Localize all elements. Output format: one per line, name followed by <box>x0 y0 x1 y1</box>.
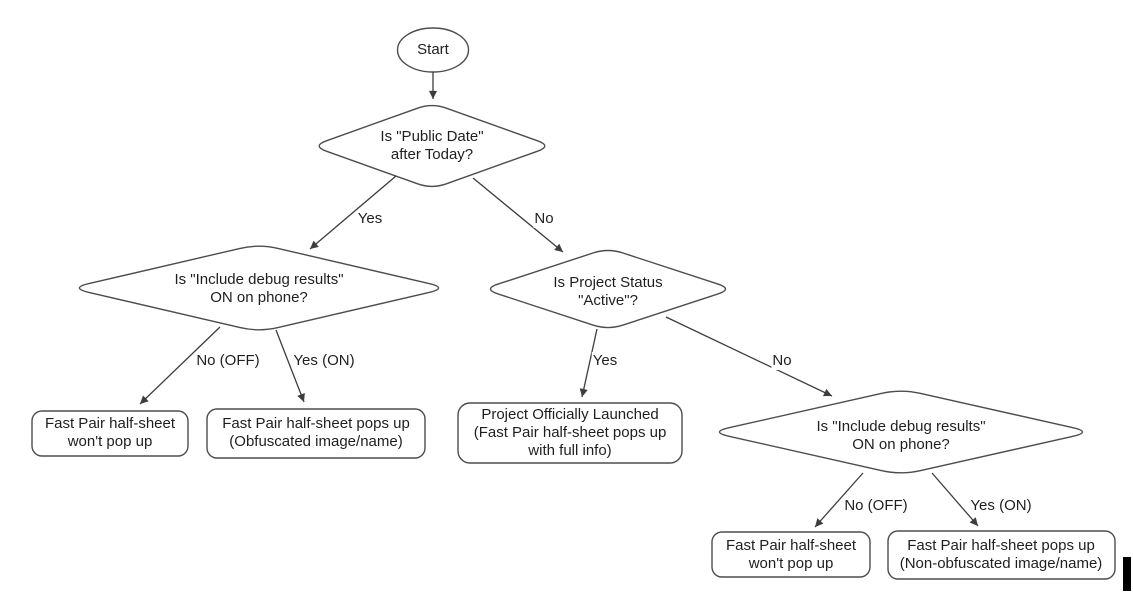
result-obfuscated-shape <box>206 408 426 459</box>
decision-public-date-line1: Is "Public Date" <box>380 128 484 145</box>
decision-project-status-label: Is Project Status "Active"? <box>553 274 662 310</box>
edge-project-status-yes <box>579 328 598 398</box>
decision-project-status-line1: Is Project Status <box>553 274 663 291</box>
start-label: Start <box>417 41 449 58</box>
result-obfuscated-line2: (Obfuscated image/name) <box>229 433 403 450</box>
edge-debug-left-no <box>139 326 221 405</box>
result-obfuscated-line1: Fast Pair half-sheet pops up <box>222 415 410 432</box>
decision-debug-left-line1: Is "Include debug results" <box>174 271 344 288</box>
edge-project-status-no <box>665 316 833 397</box>
decision-debug-right-line2: ON on phone? <box>852 436 950 453</box>
decision-debug-right-label: Is "Include debug results" ON on phone? <box>816 418 985 454</box>
result-launched-line2: (Fast Pair half-sheet pops up <box>473 424 667 441</box>
result-launched-label: Project Officially Launched (Fast Pair h… <box>474 406 667 460</box>
edge-debug-right-yes <box>931 472 979 527</box>
result-non-obfuscated-shape <box>887 530 1116 580</box>
decision-debug-right-shape <box>718 390 1084 474</box>
decision-public-date-shape <box>318 104 546 188</box>
result-wont-popup-right-shape <box>711 531 871 578</box>
decision-debug-left-shape <box>78 245 440 331</box>
edge-label-project-status-no: No <box>771 352 793 370</box>
result-wont-popup-right-label: Fast Pair half-sheet won't pop up <box>726 537 856 573</box>
result-launched-line3: with full info) <box>528 442 612 459</box>
decision-debug-left-label: Is "Include debug results" ON on phone? <box>174 271 343 307</box>
edge-label-debug-right-yes: Yes (ON) <box>969 497 1033 515</box>
decision-debug-right-line1: Is "Include debug results" <box>816 418 986 435</box>
edge-debug-left-yes <box>275 329 305 403</box>
edge-public-date-yes <box>309 175 397 250</box>
result-wont-popup-right-line2: won't pop up <box>748 555 834 572</box>
edge-public-date-no <box>472 177 564 253</box>
edge-label-debug-left-yes: Yes (ON) <box>292 352 356 370</box>
decision-public-date-line2: after Today? <box>390 146 474 163</box>
result-wont-popup-left-line2: won't pop up <box>67 433 153 450</box>
result-non-obfuscated-line1: Fast Pair half-sheet pops up <box>907 537 1095 554</box>
decision-project-status-shape <box>489 249 727 329</box>
edge-label-public-date-no: No <box>533 210 555 228</box>
decision-public-date-label: Is "Public Date" after Today? <box>380 128 483 164</box>
result-launched-shape <box>457 402 683 464</box>
result-non-obfuscated-line2: (Non-obfuscated image/name) <box>899 555 1103 572</box>
result-non-obfuscated-label: Fast Pair half-sheet pops up (Non-obfusc… <box>900 537 1103 573</box>
result-wont-popup-right-line1: Fast Pair half-sheet <box>725 537 857 554</box>
edge-label-debug-left-no: No (OFF) <box>195 352 261 370</box>
result-wont-popup-left-line1: Fast Pair half-sheet <box>44 415 176 432</box>
edge-label-public-date-yes: Yes <box>356 210 384 228</box>
result-wont-popup-left-shape <box>31 410 189 457</box>
edge-debug-right-no <box>814 472 864 528</box>
edge-label-debug-right-no: No (OFF) <box>843 497 909 515</box>
decision-debug-left-line2: ON on phone? <box>210 289 308 306</box>
result-launched-line1: Project Officially Launched <box>481 406 659 423</box>
edge-label-project-status-yes: Yes <box>591 352 619 370</box>
text-caret-artifact <box>1123 557 1131 591</box>
result-obfuscated-label: Fast Pair half-sheet pops up (Obfuscated… <box>222 415 410 451</box>
decision-project-status-line2: "Active"? <box>578 292 638 309</box>
result-wont-popup-left-label: Fast Pair half-sheet won't pop up <box>45 415 175 451</box>
